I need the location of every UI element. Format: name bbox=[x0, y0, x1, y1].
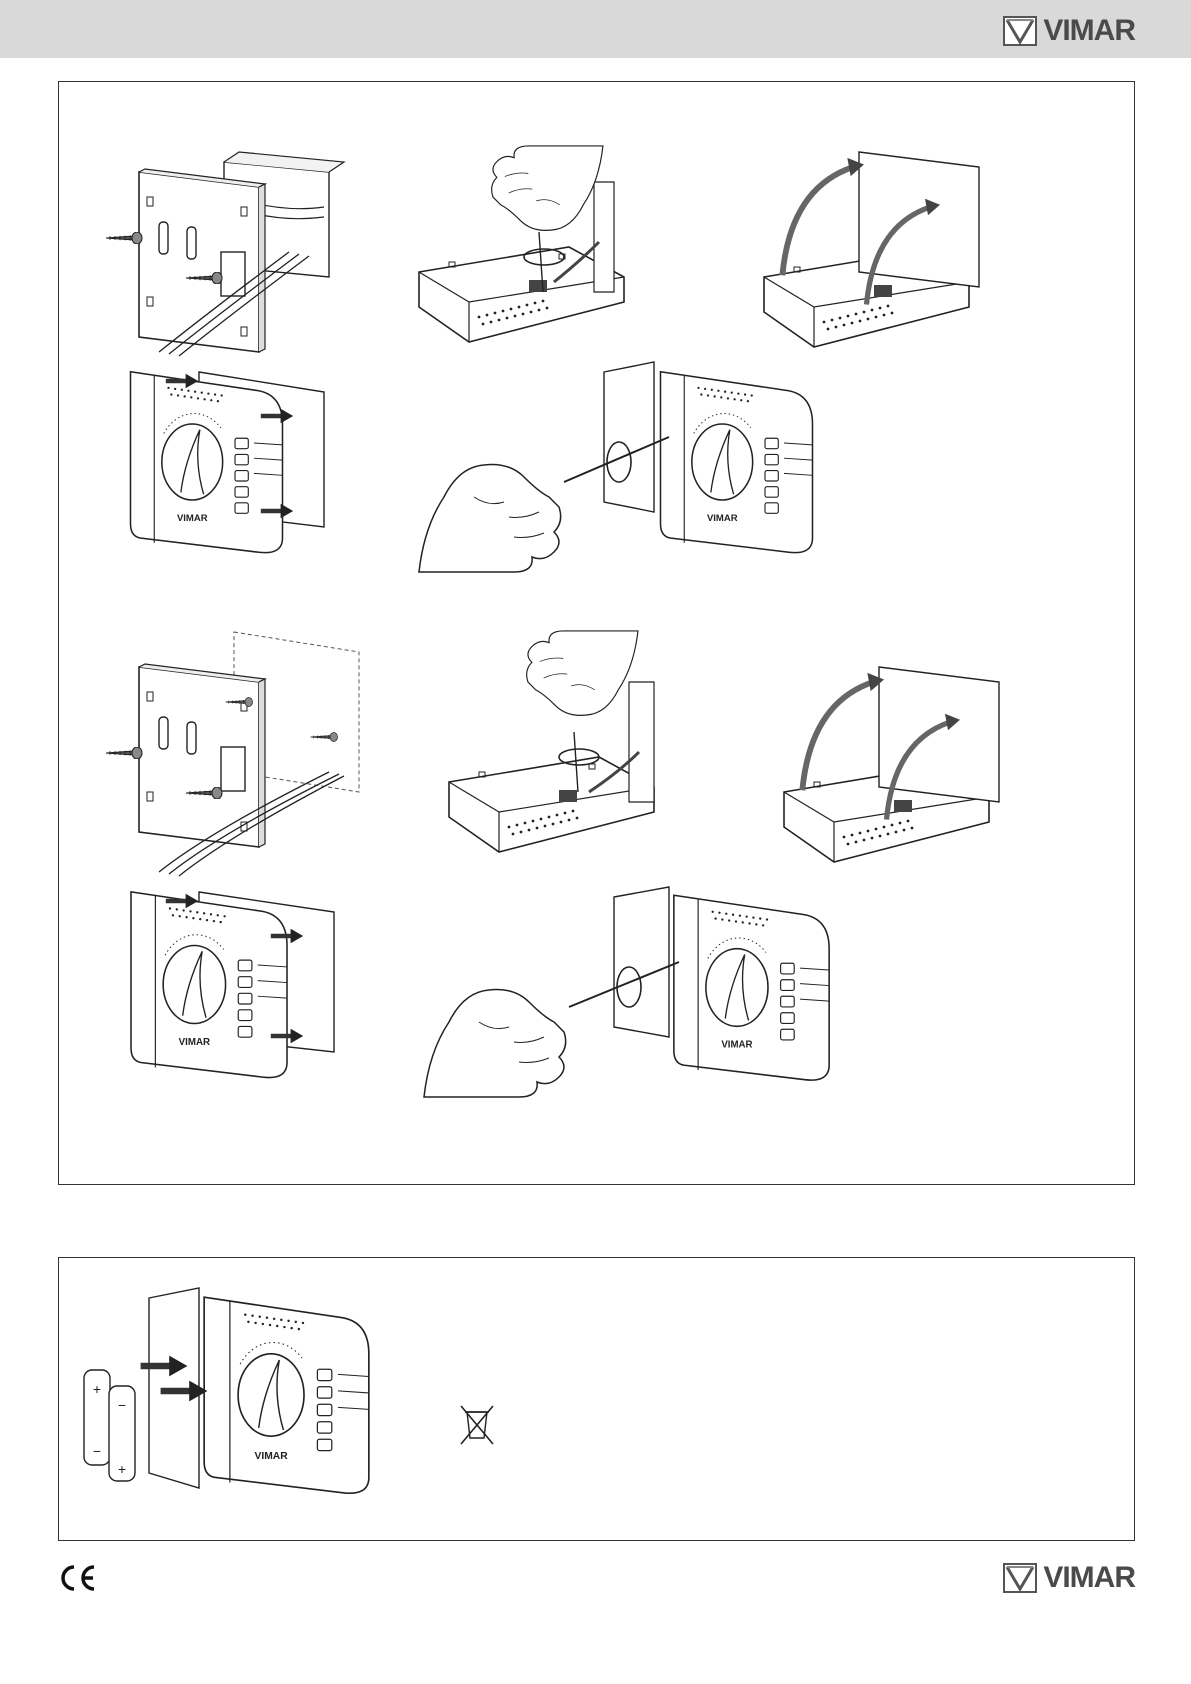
step-tighten-screw bbox=[419, 362, 813, 572]
battery-icon: + − − + bbox=[84, 1370, 135, 1481]
vimar-logo-icon bbox=[1003, 16, 1037, 46]
footer-logo: VIMAR bbox=[1003, 1561, 1135, 1595]
battery-illustration: + − − + bbox=[59, 1258, 1134, 1540]
step-mount-plate-box bbox=[106, 152, 344, 356]
step-hook-body-plate-2 bbox=[784, 667, 999, 862]
step-connect-wires bbox=[419, 146, 624, 342]
battery-positive-2: + bbox=[118, 1461, 126, 1477]
step-mount-plate-wall bbox=[106, 632, 359, 876]
battery-negative-2: − bbox=[118, 1397, 126, 1413]
step-insert-batteries: + − − + bbox=[84, 1288, 369, 1493]
battery-positive-1: + bbox=[93, 1381, 101, 1397]
step-attach-body-2 bbox=[131, 892, 334, 1078]
ce-mark-icon bbox=[56, 1564, 98, 1592]
header-logo: VIMAR bbox=[1003, 14, 1135, 48]
battery-negative-1: − bbox=[93, 1443, 101, 1459]
installation-illustrations bbox=[59, 82, 1134, 1184]
battery-figure-panel: + − − + bbox=[58, 1257, 1135, 1541]
footer-brand: VIMAR bbox=[1043, 1561, 1135, 1595]
vimar-logo-icon bbox=[1003, 1563, 1037, 1593]
step-connect-wires-2 bbox=[449, 631, 654, 852]
installation-figure-panel bbox=[58, 81, 1135, 1185]
header-brand: VIMAR bbox=[1043, 14, 1135, 48]
crossed-bin-icon bbox=[461, 1406, 493, 1444]
step-attach-body bbox=[131, 372, 325, 553]
step-hook-body-plate bbox=[764, 152, 979, 347]
step-tighten-screw-2 bbox=[424, 887, 829, 1097]
